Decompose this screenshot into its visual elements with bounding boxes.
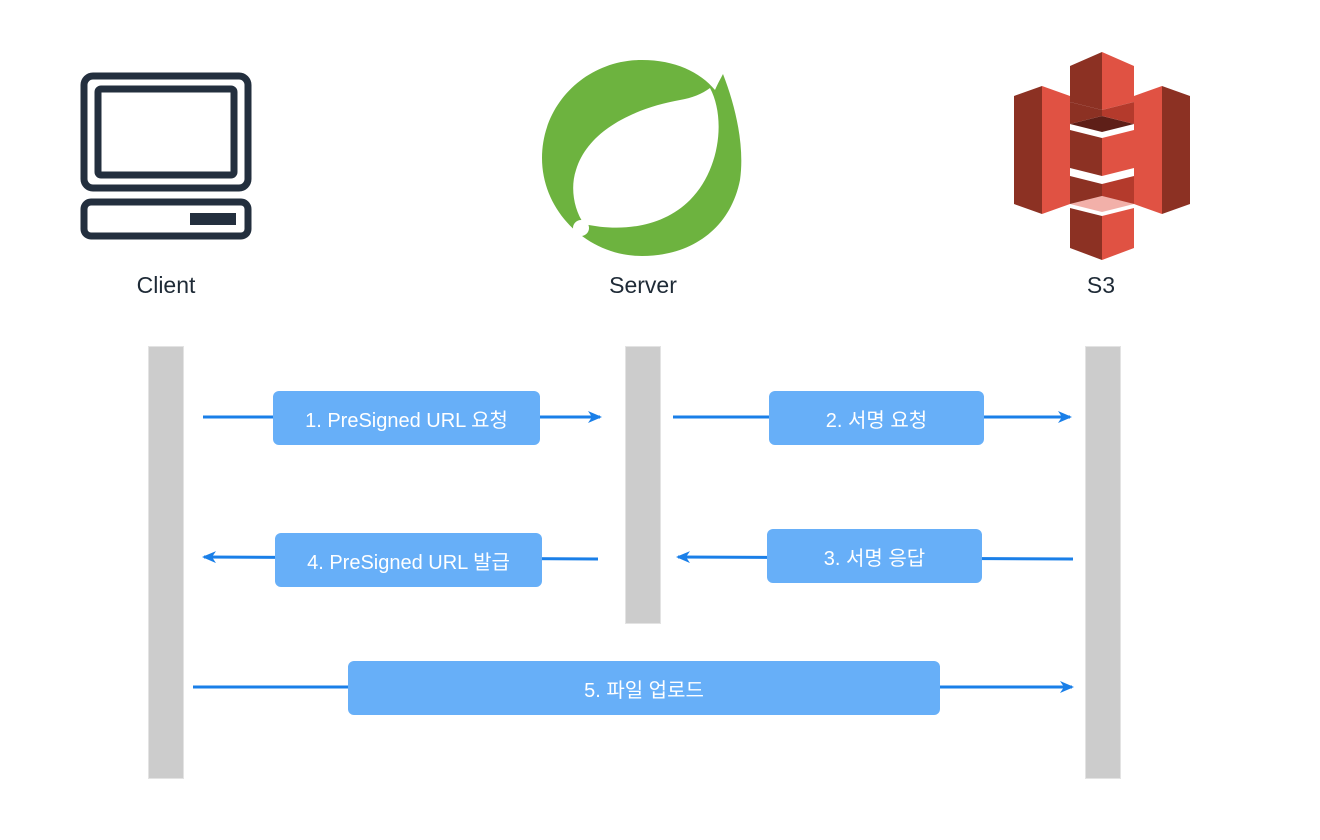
computer-icon — [80, 72, 252, 240]
s3-label: S3 — [1086, 272, 1116, 298]
client-label: Client — [136, 272, 196, 298]
spring-leaf-icon — [542, 60, 742, 256]
message-1-box: 1. PreSigned URL 요청 — [273, 391, 540, 445]
aws-s3-icon — [1014, 52, 1190, 260]
client-lifeline — [149, 347, 183, 778]
server-label: Server — [609, 272, 677, 298]
message-5-box: 5. 파일 업로드 — [348, 661, 940, 715]
server-lifeline — [626, 347, 660, 623]
message-2-box: 2. 서명 요청 — [769, 391, 984, 445]
message-4-box: 4. PreSigned URL 발급 — [275, 533, 542, 587]
message-3-box: 3. 서명 응답 — [767, 529, 982, 583]
s3-lifeline — [1086, 347, 1120, 778]
